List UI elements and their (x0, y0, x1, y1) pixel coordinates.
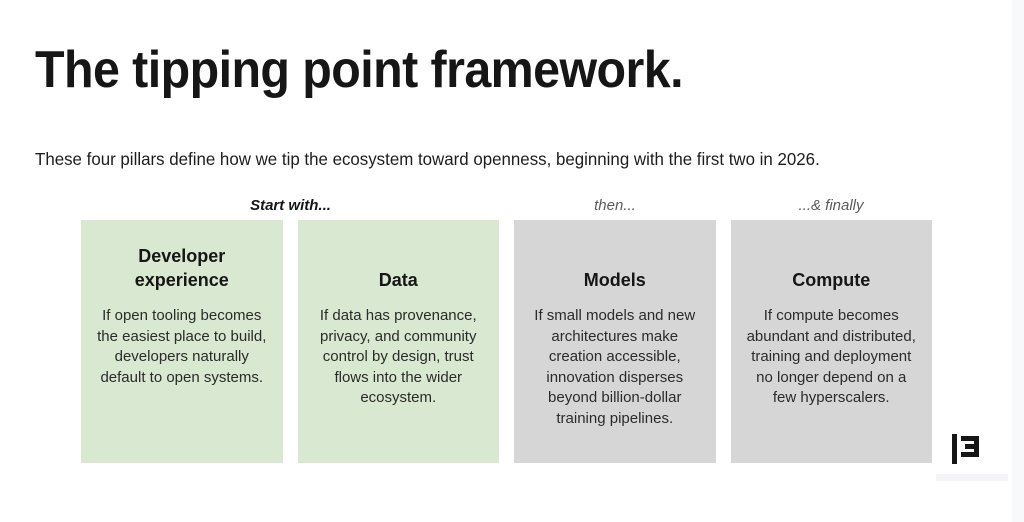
pillar-card-title: Developer experience (134, 246, 229, 290)
pillar-card-body: If open tooling becomes the easiest plac… (97, 307, 267, 386)
pillar-card-data: Data If data has provenance, privacy, an… (297, 220, 499, 463)
phase-label-then: then... (594, 197, 636, 214)
pillar-card-title: Models (583, 270, 646, 290)
brand-logo-icon (952, 434, 980, 464)
pillar-card-title: Data (378, 270, 418, 290)
pillar-card-row: Developer experience If open tooling bec… (81, 220, 932, 463)
bottom-accent-band (936, 474, 1008, 481)
logo-e-glyph-icon (961, 436, 979, 458)
pillar-card-developer-experience: Developer experience If open tooling bec… (81, 220, 283, 463)
pillar-card-title: Compute (792, 270, 871, 290)
pillar-card-models: Models If small models and new architect… (514, 220, 716, 463)
phase-label-start: Start with... (250, 197, 331, 214)
phase-label-finally: ...& finally (798, 197, 864, 214)
page-title: The tipping point framework. (35, 41, 684, 99)
pillar-card-body: If compute becomes abundant and distribu… (746, 307, 916, 407)
pillar-card-compute: Compute If compute becomes abundant and … (730, 220, 932, 463)
phase-label-row: Start with... then... ...& finally (81, 196, 932, 216)
pillar-card-body: If data has provenance, privacy, and com… (319, 307, 477, 407)
pillar-card-body: If small models and new architectures ma… (534, 307, 696, 427)
page-subtitle: These four pillars define how we tip the… (35, 149, 820, 169)
logo-vertical-bar-icon (952, 434, 957, 464)
slide-right-edge-strip (1012, 0, 1024, 522)
